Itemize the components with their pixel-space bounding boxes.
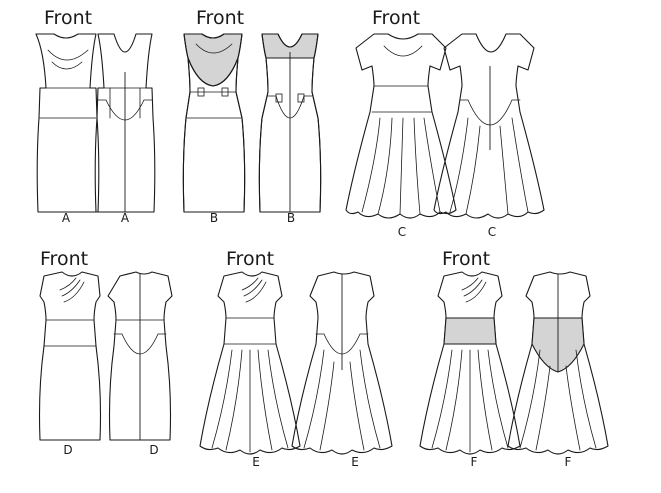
label-f-front: F [471, 455, 478, 469]
front-title-f: Front [442, 248, 490, 270]
dress-f-back [507, 271, 609, 455]
dress-f-front [419, 271, 521, 455]
label-e-front: E [252, 455, 260, 469]
front-title-a: Front [44, 7, 92, 29]
label-b-front: B [210, 211, 218, 225]
front-title-c: Front [372, 7, 420, 29]
label-d-front: D [63, 443, 72, 457]
label-c-front: C [398, 225, 406, 239]
label-a-front: A [62, 211, 71, 225]
dress-a-back [94, 33, 156, 213]
dress-b-front [182, 33, 246, 213]
label-b-back: B [287, 211, 295, 225]
dress-d-back [107, 271, 173, 441]
dress-a-front [35, 33, 100, 213]
label-a-back: A [121, 211, 130, 225]
dress-d-front [38, 271, 102, 441]
dress-e-front [199, 271, 301, 455]
label-f-back: F [565, 455, 572, 469]
front-title-e: Front [226, 248, 274, 270]
dress-e-back [291, 271, 393, 455]
dress-b-back [258, 33, 322, 213]
front-title-d: Front [40, 248, 88, 270]
label-c-back: C [488, 225, 496, 239]
dress-c-front [345, 33, 457, 219]
label-d-back: D [149, 443, 158, 457]
label-e-back: E [351, 455, 359, 469]
dress-c-back [433, 33, 545, 219]
front-title-b: Front [196, 7, 244, 29]
